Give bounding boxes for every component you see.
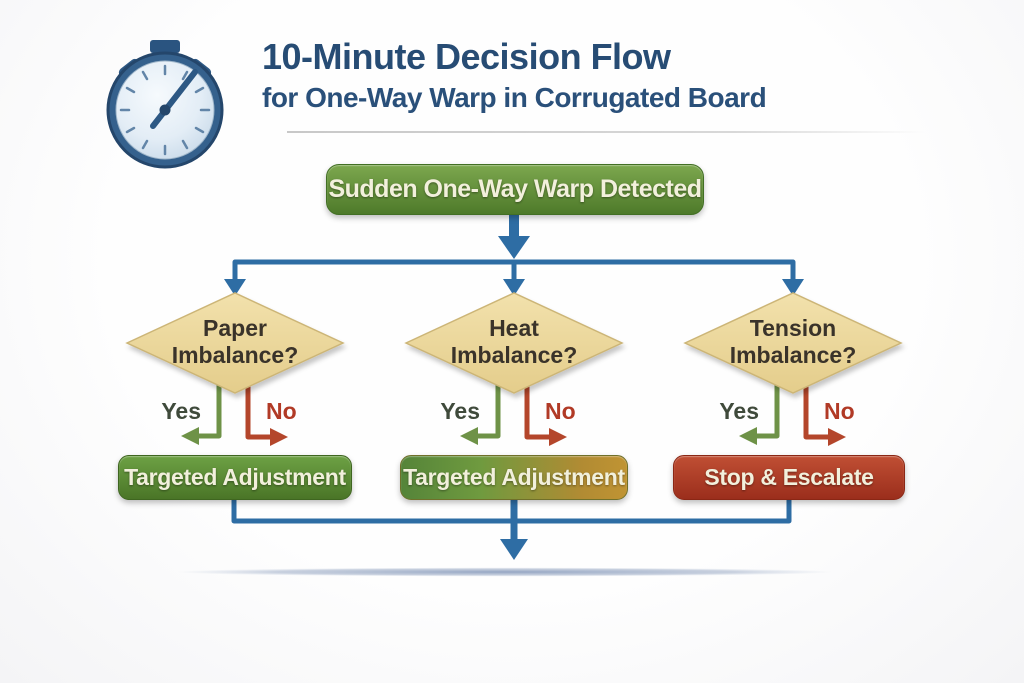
connector-merge [231, 500, 792, 560]
connector-start-arrow [498, 214, 530, 259]
decision-diamonds [125, 292, 903, 394]
stopwatch-icon [106, 40, 224, 169]
diamond-question-line1: Tension [749, 315, 837, 341]
decision-diamond-tension [683, 292, 903, 394]
ground-shadow [177, 567, 833, 577]
page-title: 10-Minute Decision Flow [262, 36, 671, 77]
page-subtitle: for One-Way Warp in Corrugated Board [262, 82, 767, 113]
decision-diamond-heat [404, 292, 624, 394]
no-label: No [545, 398, 576, 424]
result-node-targeted-adjustment-1: Targeted Adjustment [118, 455, 352, 500]
yes-label: Yes [719, 398, 759, 424]
yes-label: Yes [440, 398, 480, 424]
diamond-question-paper: Paper Imbalance? [135, 315, 335, 369]
start-node: Sudden One-Way Warp Detected [326, 164, 704, 215]
no-label: No [824, 398, 855, 424]
connector-branch-split [224, 259, 804, 296]
yes-label: Yes [161, 398, 201, 424]
diamond-question-line1: Heat [489, 315, 539, 341]
no-label: No [266, 398, 297, 424]
decision-diamond-paper [125, 292, 345, 394]
diamond-question-tension: Tension Imbalance? [693, 315, 893, 369]
result-node-targeted-adjustment-2: Targeted Adjustment [400, 455, 628, 500]
diamond-question-line1: Paper [203, 315, 267, 341]
diamond-question-line2: Imbalance? [450, 342, 578, 369]
diamond-question-heat: Heat Imbalance? [414, 315, 614, 369]
diamond-question-line2: Imbalance? [729, 342, 857, 369]
result-node-stop-escalate: Stop & Escalate [673, 455, 905, 500]
title-divider [287, 131, 925, 133]
diamond-question-line2: Imbalance? [171, 342, 299, 369]
